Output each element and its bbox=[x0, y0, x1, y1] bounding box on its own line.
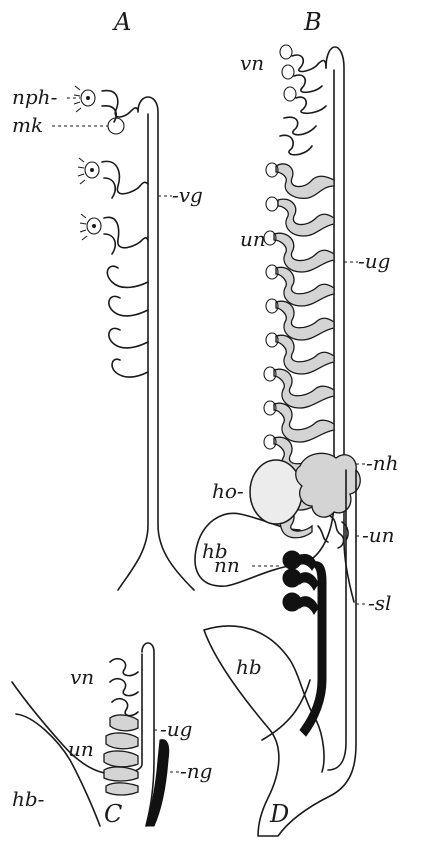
label-d-hb: hb bbox=[236, 655, 262, 679]
panel-c-tubules bbox=[104, 659, 138, 795]
label-c-hb: hb- bbox=[12, 787, 45, 811]
panel-c-caption: C bbox=[104, 800, 122, 828]
label-c-ng: -ng bbox=[180, 759, 212, 783]
panel-a-caption: A bbox=[112, 8, 131, 36]
label-c-ug: -ug bbox=[160, 717, 192, 741]
panel-c-ng bbox=[146, 740, 169, 826]
panel-b-anterior-tubules bbox=[280, 55, 326, 155]
label-d-sl: -sl bbox=[368, 591, 391, 615]
label-a-vg: -vg bbox=[172, 183, 203, 207]
panel-b-posterior-nephrostomes bbox=[264, 163, 278, 483]
label-d-ho: ho- bbox=[212, 479, 244, 503]
label-a-nph: nph- bbox=[12, 85, 58, 109]
label-d-nn: nn bbox=[214, 553, 240, 577]
label-c-vn: vn bbox=[70, 665, 94, 689]
label-c-un: un bbox=[68, 737, 94, 761]
panel-a-tubules bbox=[102, 91, 148, 378]
panel-c: C vn -ug un -ng hb- bbox=[12, 643, 212, 828]
label-a-mk: mk bbox=[12, 113, 43, 137]
panel-d-ho bbox=[250, 460, 302, 524]
panel-a-duct bbox=[118, 97, 194, 590]
label-b-un: un bbox=[240, 227, 266, 251]
label-d-un: -un bbox=[362, 523, 395, 547]
label-d-nh: -nh bbox=[366, 451, 399, 475]
panel-b-anterior-nephrostomes bbox=[280, 45, 296, 101]
panel-a: A nph- bbox=[12, 8, 203, 590]
panel-a-nephrostomes bbox=[74, 86, 101, 240]
panel-b-caption: B bbox=[303, 8, 322, 36]
label-b-ug: -ug bbox=[358, 249, 390, 273]
panel-d-nn bbox=[283, 551, 326, 736]
panel-d-caption: D bbox=[269, 800, 289, 828]
label-b-vn: vn bbox=[240, 51, 264, 75]
